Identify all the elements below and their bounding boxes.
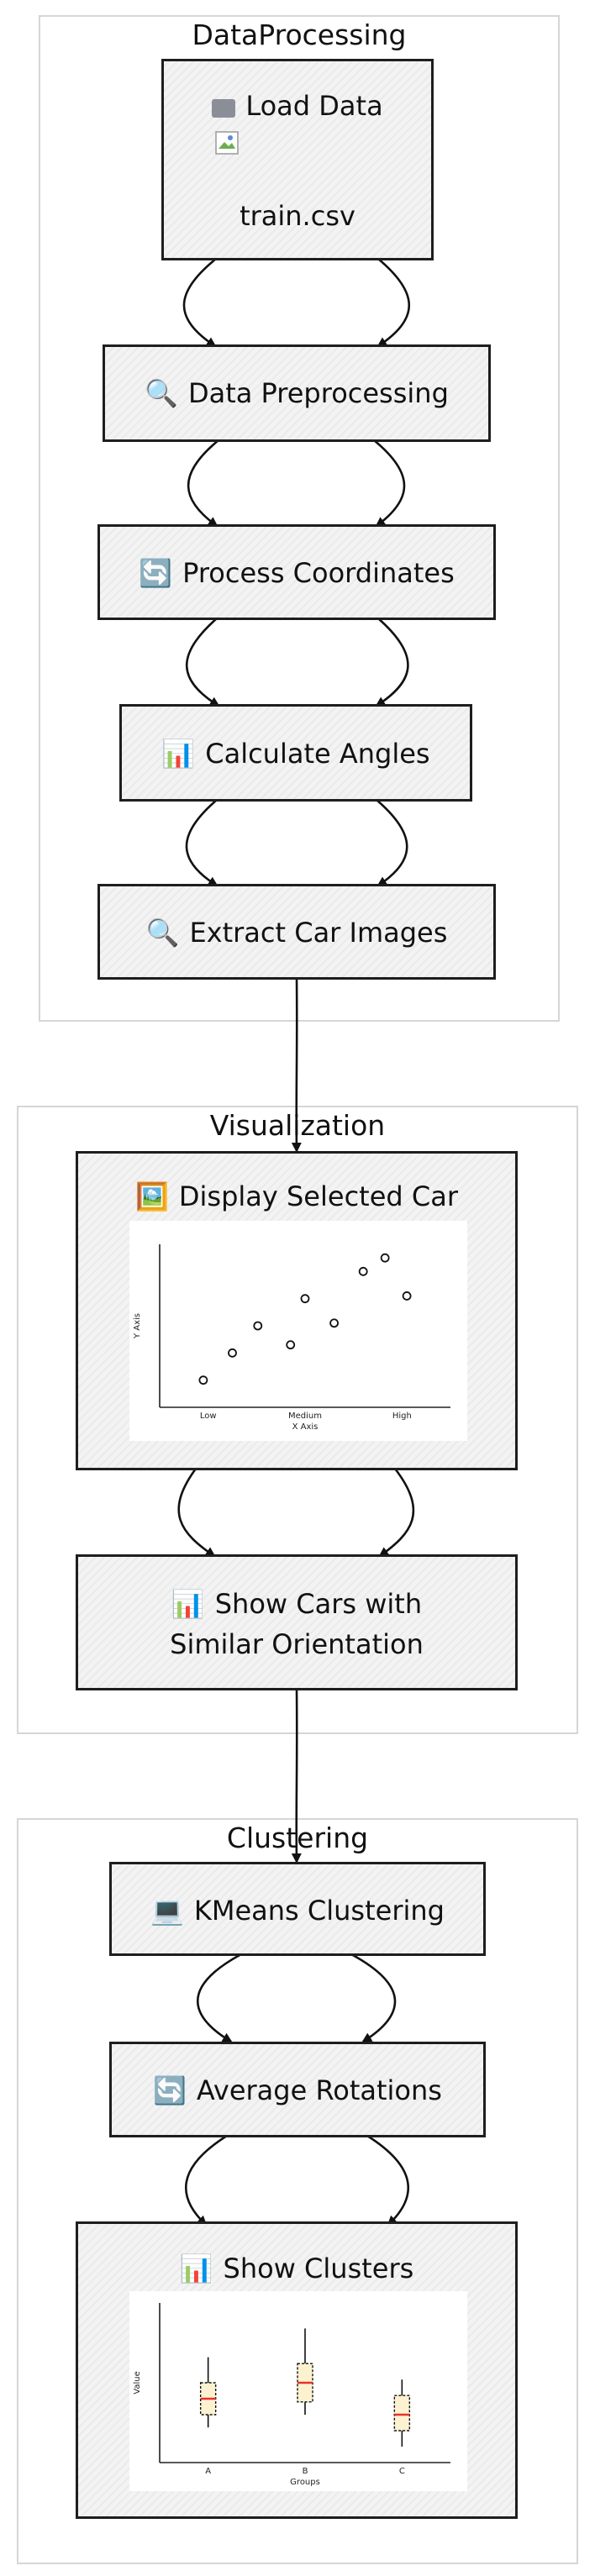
box-body [393,2395,411,2431]
refresh-icon: 🔄 [139,557,173,589]
data-point [253,1321,263,1331]
magnifier-icon: 🔍 [145,917,180,949]
picture-icon: 🖼️ [135,1180,169,1212]
cluster-title: Clustering [226,1822,369,1854]
broken-image-icon [215,131,239,155]
folder-icon [212,99,236,118]
node-show-clusters[interactable]: 📊 Show Clusters A B C Groups Value [76,2221,518,2519]
node-label: Process Coordinates [182,557,455,589]
node-extract-car-images[interactable]: 🔍 Extract Car Images [97,884,496,980]
data-point [300,1294,310,1304]
data-point [380,1253,390,1263]
node-label: Load Data [245,90,383,122]
scatter-plot: Low Medium High X Axis Y Axis [133,1244,450,1432]
magnifier-icon: 🔍 [145,377,178,409]
file-name: train.csv [240,200,355,232]
data-point [228,1348,237,1358]
y-axis-label: Y Axis [133,1313,142,1339]
bar-chart-icon: 📊 [161,738,196,770]
bar-chart-icon: 📊 [179,2253,213,2284]
node-display-selected-car[interactable]: 🖼️ Display Selected Car Low Medium High X Ax… [76,1151,518,1470]
scatter-chart: Low Medium High X Axis Y Axis [129,1221,467,1441]
node-label: Display Selected Car [178,1180,458,1212]
laptop-icon: 💻 [150,1895,184,1927]
cluster-title: Visualization [209,1109,386,1142]
box-plot: A B C Groups Value [133,2303,450,2487]
tick-label: High [392,1412,412,1421]
node-kmeans-clustering[interactable]: 💻 KMeans Clustering [109,1862,486,1956]
box-chart: A B C Groups Value [129,2291,467,2491]
node-data-preprocessing[interactable]: 🔍 Data Preprocessing [103,344,491,442]
node-calculate-angles[interactable]: 📊 Calculate Angles [119,704,472,802]
data-point [329,1318,340,1328]
tick-label: C [399,2467,405,2476]
node-label: Show Clusters [223,2253,414,2284]
data-point [358,1266,368,1276]
y-axis-label: Value [133,2371,142,2394]
data-point [198,1375,208,1385]
node-label: Data Preprocessing [187,377,449,409]
node-label: Average Rotations [196,2074,442,2106]
data-point [402,1291,412,1301]
node-process-coordinates[interactable]: 🔄 Process Coordinates [97,524,496,620]
cluster-title: DataProcessing [192,18,407,51]
node-label: Extract Car Images [189,917,448,949]
tick-label: Low [200,1412,217,1421]
tick-label: A [205,2467,211,2476]
node-average-rotations[interactable]: 🔄 Average Rotations [109,2042,486,2137]
node-show-similar-orientation[interactable]: 📊Show Cars with Similar Orientation [76,1554,518,1690]
tick-label: B [303,2467,308,2476]
refresh-icon: 🔄 [153,2074,187,2106]
bar-chart-icon: 📊 [171,1588,205,1620]
node-load-data[interactable]: Load Data train.csv [161,59,434,260]
x-axis-label: Groups [290,2478,320,2487]
tick-label: Medium [288,1412,322,1421]
data-point [286,1340,296,1350]
node-label: Calculate Angles [205,738,430,770]
x-axis-label: X Axis [292,1422,319,1432]
node-label: Show Cars with Similar Orientation [170,1588,424,1660]
node-label: KMeans Clustering [193,1895,445,1927]
